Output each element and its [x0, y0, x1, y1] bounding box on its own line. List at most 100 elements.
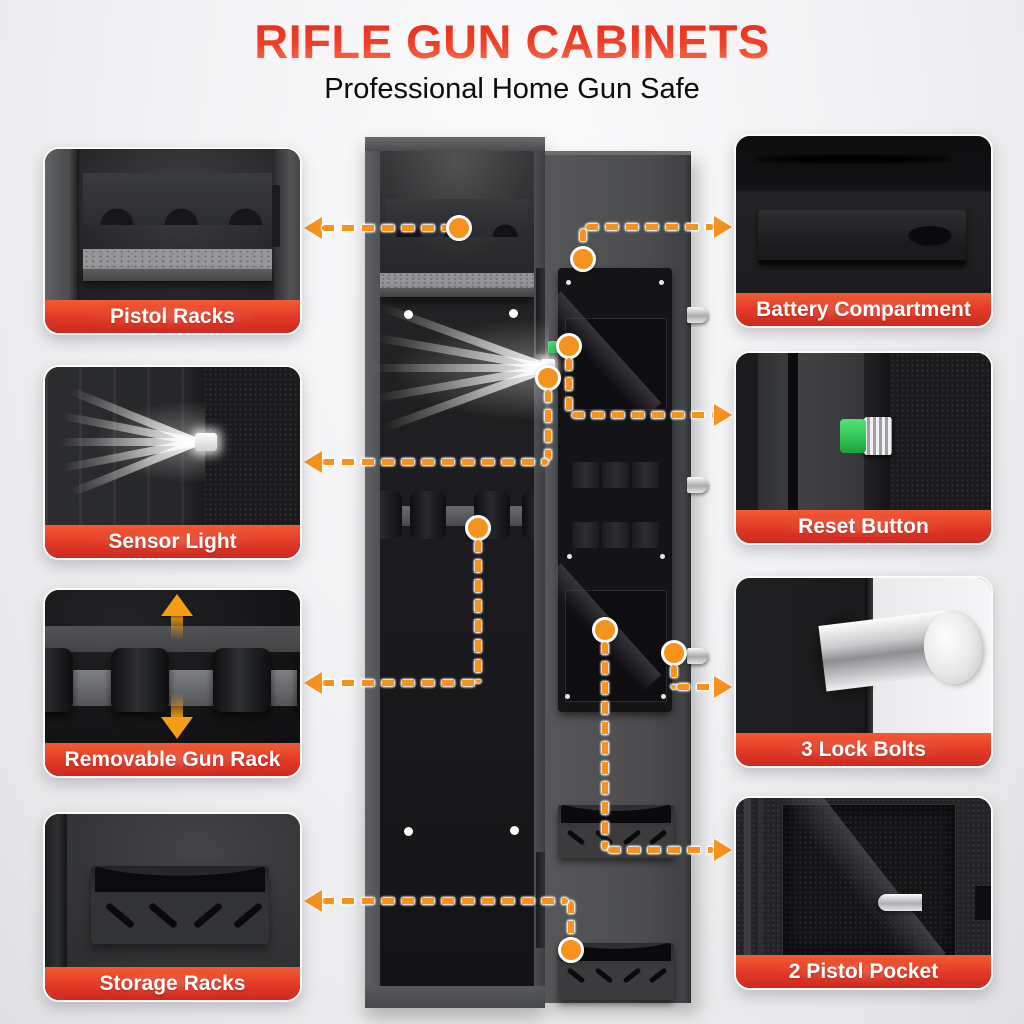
door-edge: [758, 353, 788, 510]
storage-racks-label: Storage Racks: [45, 967, 300, 1000]
label-text: 3 Lock Bolts: [801, 737, 926, 761]
sensor-light-label: Sensor Light: [45, 525, 300, 558]
up-arrow-icon: [161, 594, 193, 616]
lock-bolt: [878, 894, 922, 911]
reset-button-photo: [736, 353, 991, 510]
label-text: Storage Racks: [99, 971, 246, 995]
gun-rack-notch: [522, 491, 534, 539]
sensor-light-unit: [195, 433, 217, 451]
elastic-loop: [572, 462, 599, 488]
connector-line: [475, 540, 481, 683]
rack-notch: [45, 648, 73, 712]
battery-compartment-photo: [736, 136, 991, 293]
door-mesh-pocket-bottom: [538, 563, 667, 702]
pistol-pocket-photo: [736, 798, 991, 955]
connector-line: [580, 229, 586, 247]
pistol-rack-foam: [83, 173, 272, 225]
callout-sensor-light: Sensor Light: [43, 365, 302, 560]
door-mesh-pocket-top: [538, 291, 667, 424]
lock-bolt: [687, 307, 708, 323]
pistol-pocket-label: 2 Pistol Pocket: [736, 955, 991, 988]
connector-dot: [446, 215, 472, 241]
connector-line: [322, 459, 548, 465]
storage-rack-pocket: [91, 866, 269, 944]
sensor-light-photo: [45, 367, 300, 525]
door-edge: [758, 798, 763, 955]
elastic-loop: [632, 462, 659, 488]
arrow-left-icon: [304, 672, 322, 694]
mesh-texture: [203, 367, 300, 525]
button-collar: [864, 417, 892, 455]
label-text: Battery Compartment: [756, 297, 971, 321]
callout-removable-gun-rack: Removable Gun Rack: [43, 588, 302, 778]
connector-dot: [661, 640, 687, 666]
cabinet-jamb: [45, 149, 79, 300]
connector-line: [671, 665, 677, 689]
callout-reset-button: Reset Button: [734, 351, 993, 545]
rack-notch: [111, 648, 169, 712]
door-frame-edge: [45, 814, 67, 967]
shelf-felt-strip: [83, 249, 272, 269]
label-text: Sensor Light: [108, 529, 237, 553]
header: RIFLE GUN CABINETS Professional Home Gun…: [0, 14, 1024, 106]
light-beam: [349, 364, 549, 372]
lock-bolts-label: 3 Lock Bolts: [736, 733, 991, 766]
screw-icon: [567, 554, 572, 559]
arrow-right-icon: [714, 404, 732, 426]
vent-slot: [622, 967, 642, 984]
callout-storage-racks: Storage Racks: [43, 812, 302, 1002]
cabinet-base: [365, 986, 545, 1008]
elastic-loop: [572, 522, 599, 548]
connector-line: [322, 225, 448, 231]
reset-button-green: [840, 419, 866, 453]
vent-slot: [104, 901, 136, 930]
connector-line: [322, 680, 478, 686]
vent-slot: [232, 901, 264, 930]
callout-lock-bolts: 3 Lock Bolts: [734, 576, 993, 768]
shelf-felt-strip: [380, 273, 534, 288]
connector-line: [572, 412, 714, 418]
vent-slot: [192, 901, 224, 930]
battery-compartment-label: Battery Compartment: [736, 293, 991, 326]
screw-icon: [566, 280, 571, 285]
arrow-left-icon: [304, 890, 322, 912]
connector-dot: [465, 515, 491, 541]
vent-slot: [566, 829, 586, 846]
connector-line: [566, 358, 572, 416]
vent-slot: [147, 901, 179, 930]
gun-rack-notch: [380, 491, 402, 539]
lock-bolt: [687, 477, 708, 493]
vent-slot: [648, 829, 668, 846]
panel-groove: [756, 154, 951, 164]
safe-door-open: [538, 151, 708, 1003]
reset-button-green: [548, 341, 558, 353]
lock-bolts-photo: [736, 578, 991, 733]
connector-line: [545, 390, 551, 460]
callout-pistol-pocket: 2 Pistol Pocket: [734, 796, 993, 990]
label-text: 2 Pistol Pocket: [788, 959, 939, 983]
elastic-loop: [602, 462, 629, 488]
mesh-texture: [890, 353, 991, 510]
label-text: Pistol Racks: [110, 304, 235, 328]
arrow-left-icon: [304, 451, 322, 473]
up-arrow-stem: [171, 614, 183, 640]
mounting-hole: [509, 309, 518, 318]
connector-dot: [558, 937, 584, 963]
connector-line: [608, 847, 714, 853]
pistol-racks-label: Pistol Racks: [45, 300, 300, 333]
mounting-hole: [510, 826, 519, 835]
screw-icon: [660, 554, 665, 559]
safe-interior: [380, 151, 534, 986]
down-arrow-stem: [171, 693, 183, 719]
arrow-right-icon: [714, 216, 732, 238]
gun-rack-notch: [410, 491, 446, 539]
screw-icon: [659, 280, 664, 285]
door-edge: [736, 353, 758, 510]
arrow-left-icon: [304, 217, 322, 239]
connector-line: [677, 684, 714, 690]
battery-cover: [758, 210, 966, 265]
screw-icon: [661, 694, 666, 699]
reset-button-label: Reset Button: [736, 510, 991, 543]
page-subtitle: Professional Home Gun Safe: [324, 73, 700, 105]
